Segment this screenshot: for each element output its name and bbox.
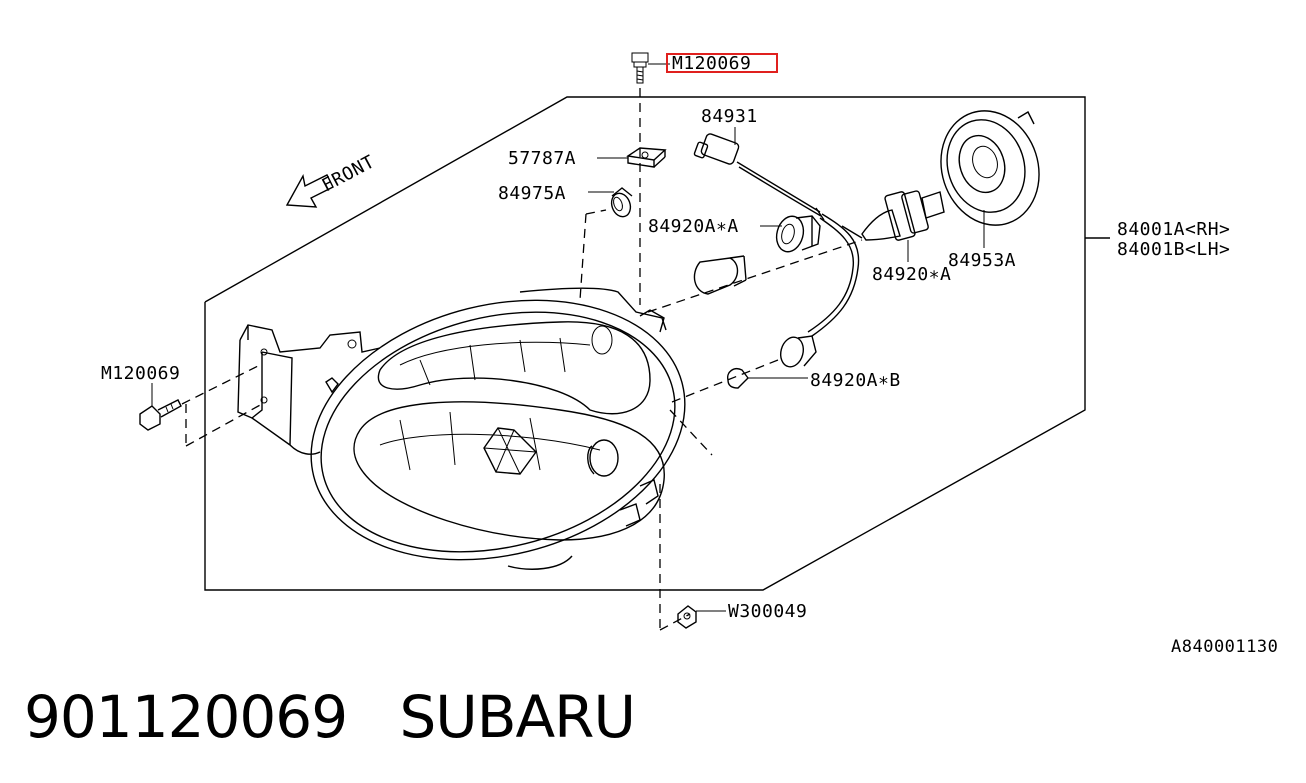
socket-cap: [579, 187, 633, 301]
front-label: FRONT: [318, 151, 378, 196]
callout-bulb-socket-a: 84920A∗A: [648, 216, 739, 237]
callout-top-bolt: M120069: [672, 53, 751, 74]
front-direction-arrow: FRONT: [285, 151, 378, 208]
callout-bulb-main: 84920∗A: [872, 264, 951, 285]
callout-cover: 84953A: [948, 250, 1016, 271]
top-bolt: [631, 52, 670, 305]
callout-harness: 84931: [701, 106, 758, 127]
bulb-socket-b: [671, 335, 817, 403]
side-bolt: [139, 363, 263, 447]
bracket-nut: [597, 147, 667, 168]
wiring-harness: [693, 127, 863, 337]
figure-id: A840001130: [1171, 637, 1278, 657]
callout-side-bolt: M120069: [101, 363, 180, 384]
part-number: 901120069: [24, 683, 348, 751]
part-footer: 901120069 SUBARU: [24, 682, 636, 752]
callout-socket-cap: 84975A: [498, 183, 566, 204]
bulb-socket-a: [647, 215, 863, 313]
dust-cover: [940, 110, 1040, 248]
brand-name: SUBARU: [399, 683, 635, 751]
callout-bracket-nut: 57787A: [508, 148, 576, 169]
callout-housing-lh: 84001B<LH>: [1117, 239, 1230, 260]
callout-bottom-screw: W300049: [728, 601, 807, 622]
highlight-box: [666, 53, 778, 73]
assembly-boundary: [204, 96, 1110, 591]
headlamp-housing: [237, 287, 713, 631]
callout-housing-rh: 84001A<RH>: [1117, 219, 1230, 240]
callout-bulb-socket-b: 84920A∗B: [810, 370, 901, 391]
bottom-screw: [677, 605, 726, 629]
main-bulb: [861, 190, 945, 262]
